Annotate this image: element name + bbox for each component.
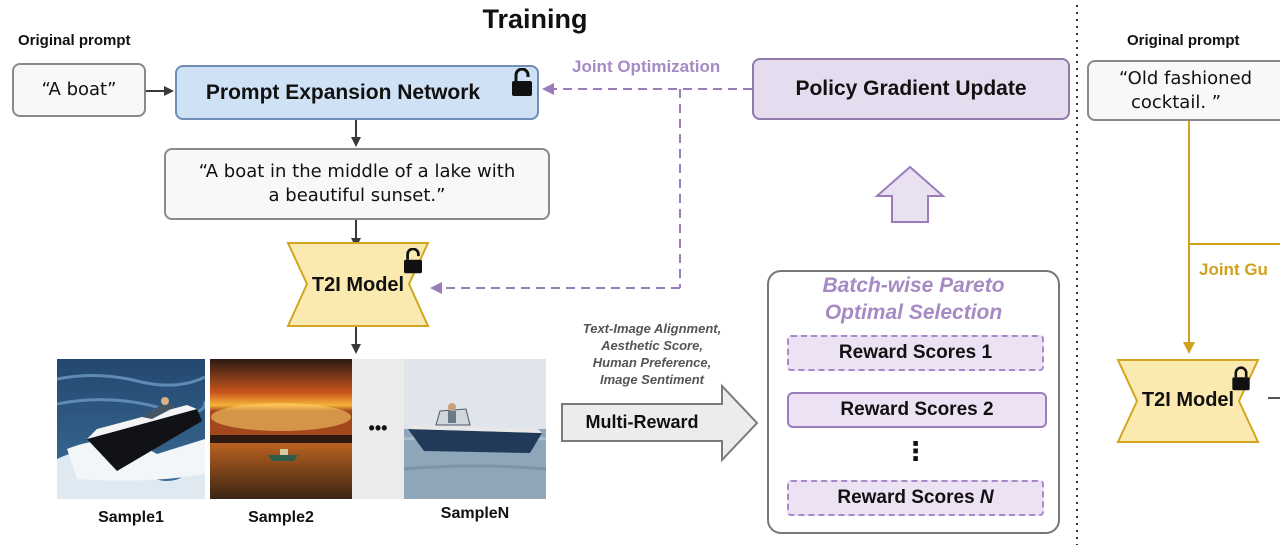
right-prompt-box: “Old fashioned cocktail. ” <box>1087 60 1280 121</box>
sample-image-2 <box>210 359 352 499</box>
joint-optimization-label: Joint Optimization <box>572 57 721 76</box>
right-t2i-model-label: T2I Model <box>1141 389 1235 411</box>
original-prompt-text: “A boat” <box>41 79 117 100</box>
sample-image-1 <box>57 359 205 499</box>
reward-scores-n: Reward Scores N <box>787 480 1044 516</box>
up-arrow-icon <box>874 165 946 223</box>
policy-gradient-update-box: Policy Gradient Update <box>752 58 1070 120</box>
samples-ellipsis: ••• <box>368 418 388 438</box>
reward-scores-2: Reward Scores 2 <box>787 392 1047 428</box>
t2i-model-shape-right <box>1116 359 1260 443</box>
pareto-title-line2: Optimal Selection <box>824 301 1003 324</box>
reward-scores-ellipsis: ⋮ <box>902 436 929 466</box>
ellipsis-panel <box>352 359 404 499</box>
reward-scores-2-label: Reward Scores 2 <box>840 399 994 420</box>
reward-scores-n-label: Reward Scores N <box>837 487 993 509</box>
unlock-icon <box>512 68 532 96</box>
reward-type: Image Sentiment <box>599 372 705 387</box>
reward-type: Human Preference, <box>592 355 712 370</box>
expanded-prompt-box: “A boat in the middle of a lake with a b… <box>164 148 550 220</box>
sample-image-n <box>404 359 546 499</box>
reward-type: Aesthetic Score, <box>601 338 703 353</box>
expanded-prompt-line1: “A boat in the middle of a lake with <box>198 161 516 182</box>
reward-types-list: Text-Image Alignment, Aesthetic Score, H… <box>556 320 748 388</box>
right-prompt-line2: cocktail. ” <box>1131 91 1222 113</box>
pgu-label: Policy Gradient Update <box>795 77 1027 100</box>
lock-icon <box>1232 366 1250 391</box>
sample-label-1: Sample1 <box>98 509 164 526</box>
t2i-model-shape <box>286 242 430 327</box>
original-prompt-label: Original prompt <box>18 32 131 49</box>
pareto-title: Batch-wise Pareto Optimal Selection <box>767 272 1060 326</box>
reward-scores-1-label: Reward Scores 1 <box>838 342 993 363</box>
unlock-icon <box>404 248 422 274</box>
multi-reward-label: Multi-Reward <box>585 412 699 432</box>
pen-label: Prompt Expansion Network <box>205 80 481 104</box>
right-prompt-line1: “Old fashioned <box>1119 67 1253 89</box>
reward-scores-1: Reward Scores 1 <box>787 335 1044 371</box>
reward-type: Text-Image Alignment, <box>582 321 722 336</box>
joint-guidance-label: Joint Gu <box>1199 260 1268 279</box>
pareto-title-line1: Batch-wise Pareto <box>822 274 1005 297</box>
right-original-prompt-label: Original prompt <box>1127 32 1240 49</box>
reward-scores-n-prefix: Reward Scores <box>837 487 980 508</box>
expanded-prompt-line2: a beautiful sunset.” <box>268 185 446 206</box>
section-title-training: Training <box>482 4 588 34</box>
original-prompt-box: “A boat” <box>12 63 146 117</box>
multi-reward-arrow-icon <box>561 383 759 463</box>
reward-scores-n-var: N <box>979 487 994 508</box>
sample-label-2: Sample2 <box>248 509 314 526</box>
prompt-expansion-network-box: Prompt Expansion Network <box>175 65 539 120</box>
t2i-model-label: T2I Model <box>311 274 405 296</box>
sample-label-n: SampleN <box>440 505 510 522</box>
